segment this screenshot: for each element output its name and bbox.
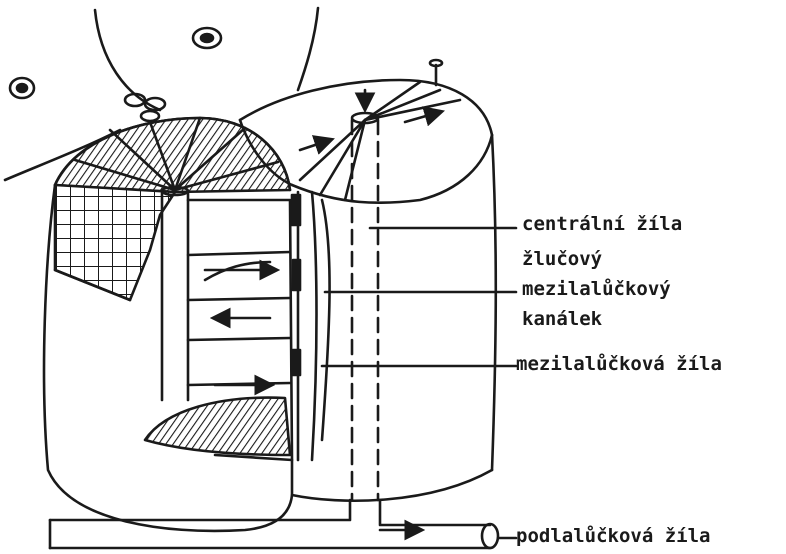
label-sublobular-vein: podlalůčková žíla xyxy=(516,527,710,546)
window-flow-arrows xyxy=(205,262,275,385)
label-bile-duct-line3: kanálek xyxy=(522,310,602,329)
vessel-cross-sections xyxy=(10,28,221,121)
interlobular-channel xyxy=(292,192,330,460)
label-interlobular-vein: mezilalůčková žíla xyxy=(516,355,722,374)
top-peg xyxy=(430,60,442,85)
left-lobule-grid-face xyxy=(55,185,175,300)
right-lobule-sinusoids xyxy=(300,82,460,200)
label-bile-duct-line2: mezilalůčkový xyxy=(522,280,671,299)
label-central-vein: centrální žíla xyxy=(522,215,682,234)
label-bile-duct-line1: žlučový xyxy=(522,250,602,269)
sublobular-vein-tube xyxy=(50,500,498,548)
left-central-vein xyxy=(162,187,188,400)
left-lobule-top xyxy=(55,118,290,192)
left-lobule-bottom-wedge xyxy=(145,398,290,455)
